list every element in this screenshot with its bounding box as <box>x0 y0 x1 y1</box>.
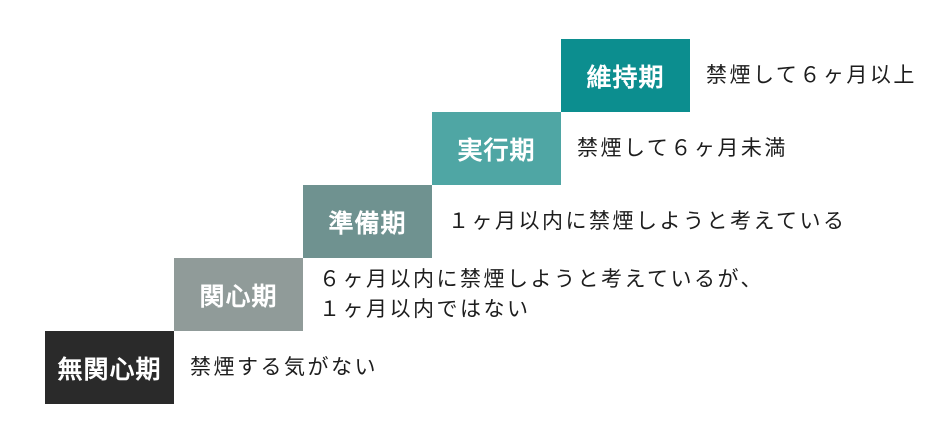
stage-label: 無関心期 <box>57 355 162 384</box>
stage-step-preparation: 準備期 １ヶ月以内に禁煙しようと考えている <box>303 185 844 258</box>
stage-description: １ヶ月以内に禁煙しようと考えている <box>448 209 847 233</box>
stage-box-maintenance: 維持期 <box>561 39 690 112</box>
stage-description: 禁煙して６ヶ月未満 <box>577 136 788 160</box>
stage-step-contemplation: 関心期 ６ヶ月以内に禁煙しようと考えているが、 １ヶ月以内ではない <box>174 258 762 331</box>
stage-label: 関心期 <box>199 282 278 311</box>
stage-step-maintenance: 維持期 禁煙して６ヶ月以上 <box>561 39 914 112</box>
stage-description: ６ヶ月以内に禁煙しようと考えているが、 １ヶ月以内ではない <box>319 267 765 321</box>
stage-description: 禁煙して６ヶ月以上 <box>706 63 917 87</box>
stage-box-precontemplation: 無関心期 <box>45 331 174 404</box>
stage-label: 準備期 <box>328 209 407 238</box>
stage-box-preparation: 準備期 <box>303 185 432 258</box>
stage-description: 禁煙する気がない <box>190 355 378 379</box>
stage-box-action: 実行期 <box>432 112 561 185</box>
stage-step-precontemplation: 無関心期 禁煙する気がない <box>45 331 376 404</box>
stage-step-action: 実行期 禁煙して６ヶ月未満 <box>432 112 785 185</box>
stage-label: 維持期 <box>586 63 665 92</box>
stage-label: 実行期 <box>457 136 536 165</box>
stage-box-contemplation: 関心期 <box>174 258 303 331</box>
